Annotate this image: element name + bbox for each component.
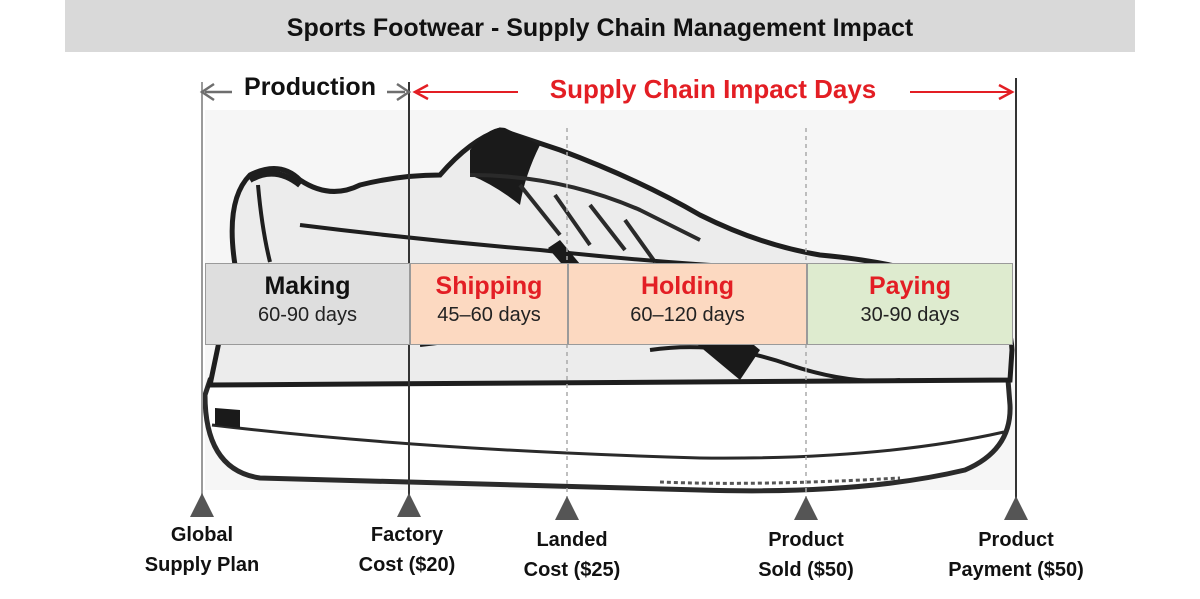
- milestone-line1: Global: [170, 524, 234, 546]
- phase-name: Holding: [640, 272, 735, 300]
- marker-product-sold: [794, 496, 818, 520]
- title-text: Sports Footwear - Supply Chain Managemen…: [286, 14, 914, 42]
- phase-box-shipping: Shipping 45–60 days: [410, 263, 568, 345]
- milestone-factory-cost: Factory Cost ($20): [327, 520, 487, 580]
- production-label: Production: [244, 73, 376, 101]
- milestone-line1: Product: [768, 529, 844, 551]
- production-arrow-right-head: [396, 82, 412, 102]
- phase-name: Shipping: [435, 272, 543, 300]
- phase-duration: 60-90 days: [258, 304, 357, 326]
- marker-global-plan: [190, 493, 214, 517]
- phase-name: Paying: [869, 272, 951, 300]
- milestone-line1: Product: [978, 529, 1054, 551]
- marker-factory-cost: [397, 493, 421, 517]
- milestone-global-supply-plan: Global Supply Plan: [122, 520, 282, 580]
- milestone-product-sold: Product Sold ($50): [726, 525, 886, 585]
- phase-duration: 45–60 days: [437, 304, 541, 326]
- milestone-line2: Supply Plan: [144, 554, 260, 576]
- phase-box-holding: Holding 60–120 days: [568, 263, 807, 345]
- milestone-product-payment: Product Payment ($50): [926, 525, 1106, 585]
- milestone-line2: Cost ($20): [358, 554, 456, 576]
- marker-product-payment: [1004, 496, 1028, 520]
- impact-arrow-left-head: [412, 83, 429, 101]
- impact-days-label: Supply Chain Impact Days: [549, 74, 877, 104]
- milestone-line2: Cost ($25): [523, 559, 621, 581]
- page-title: Sports Footwear - Supply Chain Managemen…: [65, 0, 1135, 52]
- milestone-line1: Landed: [536, 529, 608, 551]
- milestone-line1: Factory: [370, 524, 444, 546]
- milestone-line2: Payment ($50): [948, 559, 1084, 581]
- milestone-line2: Sold ($50): [758, 559, 854, 581]
- phase-name: Making: [264, 272, 351, 300]
- marker-landed-cost: [555, 496, 579, 520]
- phase-duration: 60–120 days: [630, 304, 745, 326]
- impact-arrow-right-head: [998, 83, 1015, 101]
- phase-duration: 30-90 days: [860, 304, 960, 326]
- phase-box-paying: Paying 30-90 days: [807, 263, 1013, 345]
- production-arrow-left-head: [199, 82, 215, 102]
- milestone-landed-cost: Landed Cost ($25): [492, 525, 652, 585]
- phase-box-making: Making 60-90 days: [205, 263, 410, 345]
